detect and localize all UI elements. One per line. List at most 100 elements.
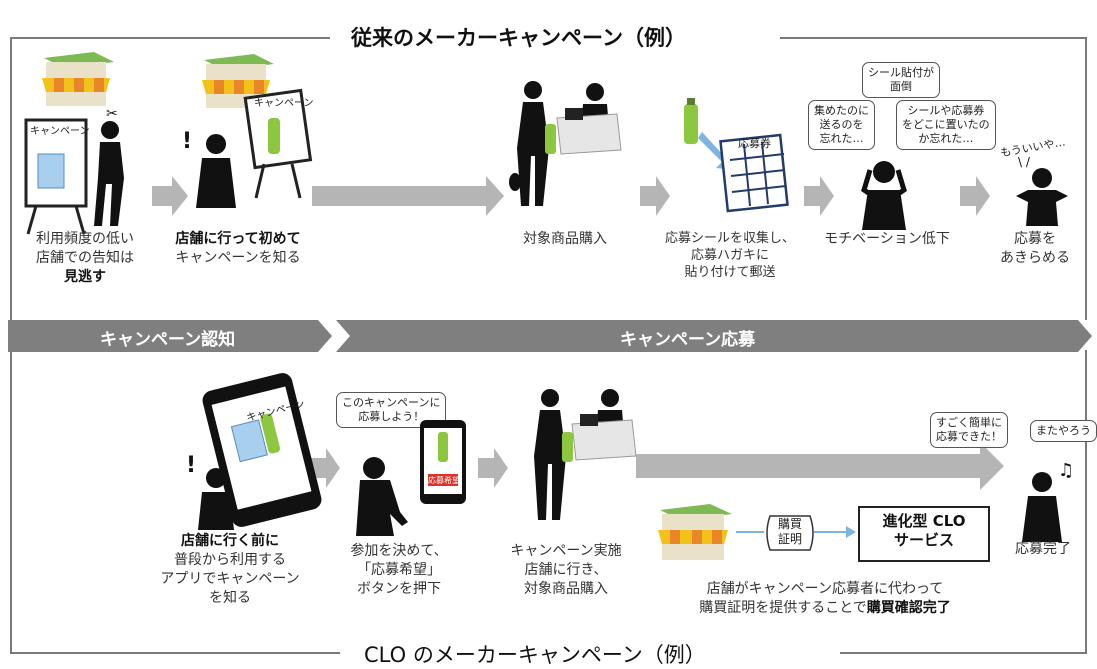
bottom-title: CLO のメーカーキャンペーン（例）	[350, 639, 720, 669]
flow-arrowhead	[846, 526, 856, 538]
svg-text:\ /: \ /	[1018, 155, 1031, 169]
top-step-2-caption: 店舗に行って初めて キャンペーンを知る	[168, 230, 308, 268]
happy-person-icon: ♫	[1022, 460, 1074, 542]
caption-bold-line: 店舗に行って初めて	[168, 230, 308, 249]
card-label: 応募券	[738, 137, 771, 150]
bottom-step-3-caption: キャンペーン実施 店舗に行き、 対象商品購入	[496, 542, 636, 599]
caption-line: 参加を決めて、	[350, 543, 448, 559]
banner-recognition-label: キャンペーン認知	[100, 330, 236, 350]
caption-bold-line: 店舗に行く前に	[160, 532, 300, 551]
bottle-card-icon	[684, 98, 789, 213]
bubble-line: すごく簡単に	[936, 416, 1002, 429]
register-scene-icon	[509, 81, 622, 206]
caption-line: を知る	[209, 590, 251, 606]
person-noticing-icon: !	[182, 129, 236, 208]
caption-line: 対象商品購入	[524, 581, 608, 597]
top-step-4-caption: 応募シールを収集し、 応募ハガキに 貼り付けて郵送	[660, 230, 800, 281]
top-title: 従来のメーカーキャンペーン（例）	[337, 22, 700, 52]
caption-line: 貼り付けて郵送	[684, 265, 776, 280]
caption-line: 店舗での告知は	[36, 250, 134, 266]
caption-line: あきらめる	[1000, 250, 1070, 266]
person-using-phone-icon	[356, 457, 408, 536]
proof-line: 証明	[777, 532, 802, 546]
proof-tag: 購買 証明	[772, 517, 808, 547]
top-frame-left-side	[10, 37, 12, 320]
proof-scroll-icon	[766, 515, 814, 551]
clo-line: 進化型 CLO	[882, 512, 966, 530]
store-icon	[42, 52, 114, 106]
bubble-line: シールや応募券	[907, 104, 985, 117]
person-standing-icon: !	[186, 453, 234, 530]
campaign-sign-icon	[24, 118, 88, 235]
bubble-line: をどこに置いたの	[902, 118, 990, 131]
top-step-6-caption: 応募を あきらめる	[990, 230, 1080, 268]
smartphone-large-icon	[202, 373, 322, 527]
banner-application-shape	[336, 320, 1092, 352]
bottom-frame-right-side	[1085, 350, 1087, 654]
bubble-forgot-place: シールや応募券 をどこに置いたの か忘れた…	[896, 100, 996, 150]
banner-recognition-shape	[8, 320, 332, 352]
arrow-long-bottom	[636, 442, 1004, 490]
caption-line: 対象商品購入	[523, 231, 607, 247]
caption-line: キャンペーンを知る	[175, 250, 301, 266]
arrow-4	[804, 176, 834, 216]
bubble-forgot-send: 集めたのに 送るのを 忘れた…	[808, 100, 875, 150]
top-step-5-caption: モチベーション低下	[812, 230, 962, 249]
bubble-line: 応募しよう！	[358, 410, 425, 423]
bubble-line: 面倒	[890, 80, 912, 93]
svg-text:!: !	[186, 453, 196, 478]
bottom-frame-left	[10, 652, 340, 654]
top-step-3-caption: 対象商品購入	[500, 230, 630, 249]
giving-up-person-icon: \ /	[1016, 155, 1068, 226]
arrow-long-top	[312, 176, 504, 216]
caption-line: 店舗に行き、	[524, 562, 608, 578]
sign-label: キャンペーン	[30, 126, 90, 137]
caption-bold: 店舗に行って初めて	[175, 231, 301, 247]
apply-button-label: 応募希望	[428, 476, 460, 485]
bubble-line: 忘れた…	[819, 132, 864, 145]
proof-line: 購買	[777, 517, 802, 531]
bubble-line: このキャンペーンに	[342, 396, 441, 409]
caption-line: 普段から利用する	[174, 552, 286, 568]
smartphone-small-icon	[420, 420, 466, 504]
bubble-again: またやろう	[1030, 420, 1097, 442]
caption-line: ボタンを押下	[357, 581, 441, 597]
arrow-b1	[310, 448, 340, 488]
arrow-b2	[478, 448, 508, 488]
svg-text:✂: ✂	[106, 106, 118, 122]
poster-label: キャンペーン	[254, 98, 314, 109]
bubble-line: シール貼付が	[868, 66, 934, 79]
caption-line: 「応募希望」	[357, 562, 441, 578]
caption-line: 応募を	[1014, 231, 1056, 247]
top-frame-right	[780, 37, 1087, 39]
arrow-5	[960, 176, 990, 216]
campaign-poster-icon	[243, 88, 313, 199]
top-frame-right-side	[1085, 37, 1087, 320]
bubble-sticker-tedious: シール貼付が 面倒	[862, 62, 940, 98]
store-note-plain: 購買証明を提供することで	[699, 600, 867, 616]
person-walking-icon: ✂	[94, 106, 124, 226]
caption-bold: 店舗に行く前に	[181, 533, 279, 549]
caption-line: 応募シールを収集し、	[664, 231, 795, 246]
caption-bold: 見逃す	[64, 269, 106, 285]
register-scene-icon-2	[534, 389, 637, 520]
caption-bold-line: 見逃す	[20, 268, 150, 287]
store-note-bold: 購買確認完了	[866, 600, 951, 616]
arrow-3	[640, 176, 670, 216]
caption-line: アプリでキャンペーン	[160, 571, 300, 587]
bottom-step-4-caption: 応募完了	[1000, 540, 1086, 559]
arrow-1	[152, 176, 188, 216]
clo-service-box: 進化型 CLO サービス	[858, 506, 990, 562]
caption-line: キャンペーン実施	[510, 543, 622, 559]
bubble-apply: このキャンペーンに 応募しよう！	[336, 392, 447, 428]
caption-line: 応募ハガキに	[690, 248, 769, 263]
svg-text:♫: ♫	[1058, 460, 1074, 481]
store-note: 店舗がキャンペーン応募者に代わって 購買証明を提供することで購買確認完了	[650, 580, 1000, 618]
bottom-frame-right	[840, 652, 1087, 654]
bubble-line: 集めたのに	[814, 104, 869, 117]
store-icon-3	[658, 504, 732, 560]
caption-line: 利用頻度の低い	[36, 231, 134, 247]
store-note-line1: 店舗がキャンペーン応募者に代わって	[706, 581, 944, 597]
banner-application-label: キャンペーン応募	[620, 330, 756, 350]
